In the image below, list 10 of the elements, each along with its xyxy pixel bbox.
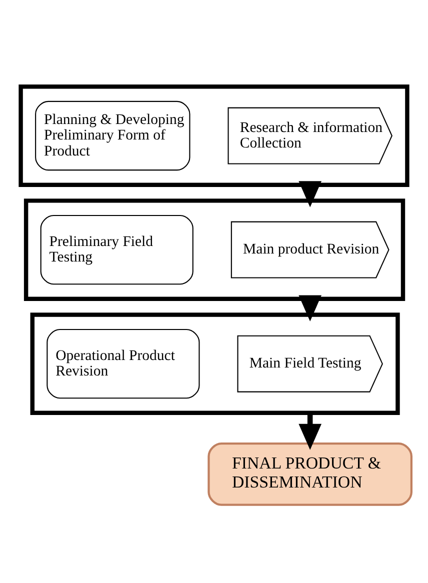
cluster	[18, 84, 410, 187]
node-box: Operational Product Revision	[46, 328, 200, 399]
arrow	[298, 295, 322, 322]
cluster	[24, 198, 406, 301]
node-box: FINAL PRODUCT & DISSEMINATION	[208, 442, 412, 506]
node-box: Preliminary Field Testing	[40, 214, 194, 285]
node-box: Planning & Developing Preliminary Form of Product	[35, 100, 190, 171]
arrow	[298, 412, 322, 450]
cluster	[30, 312, 400, 416]
arrow	[298, 181, 322, 208]
